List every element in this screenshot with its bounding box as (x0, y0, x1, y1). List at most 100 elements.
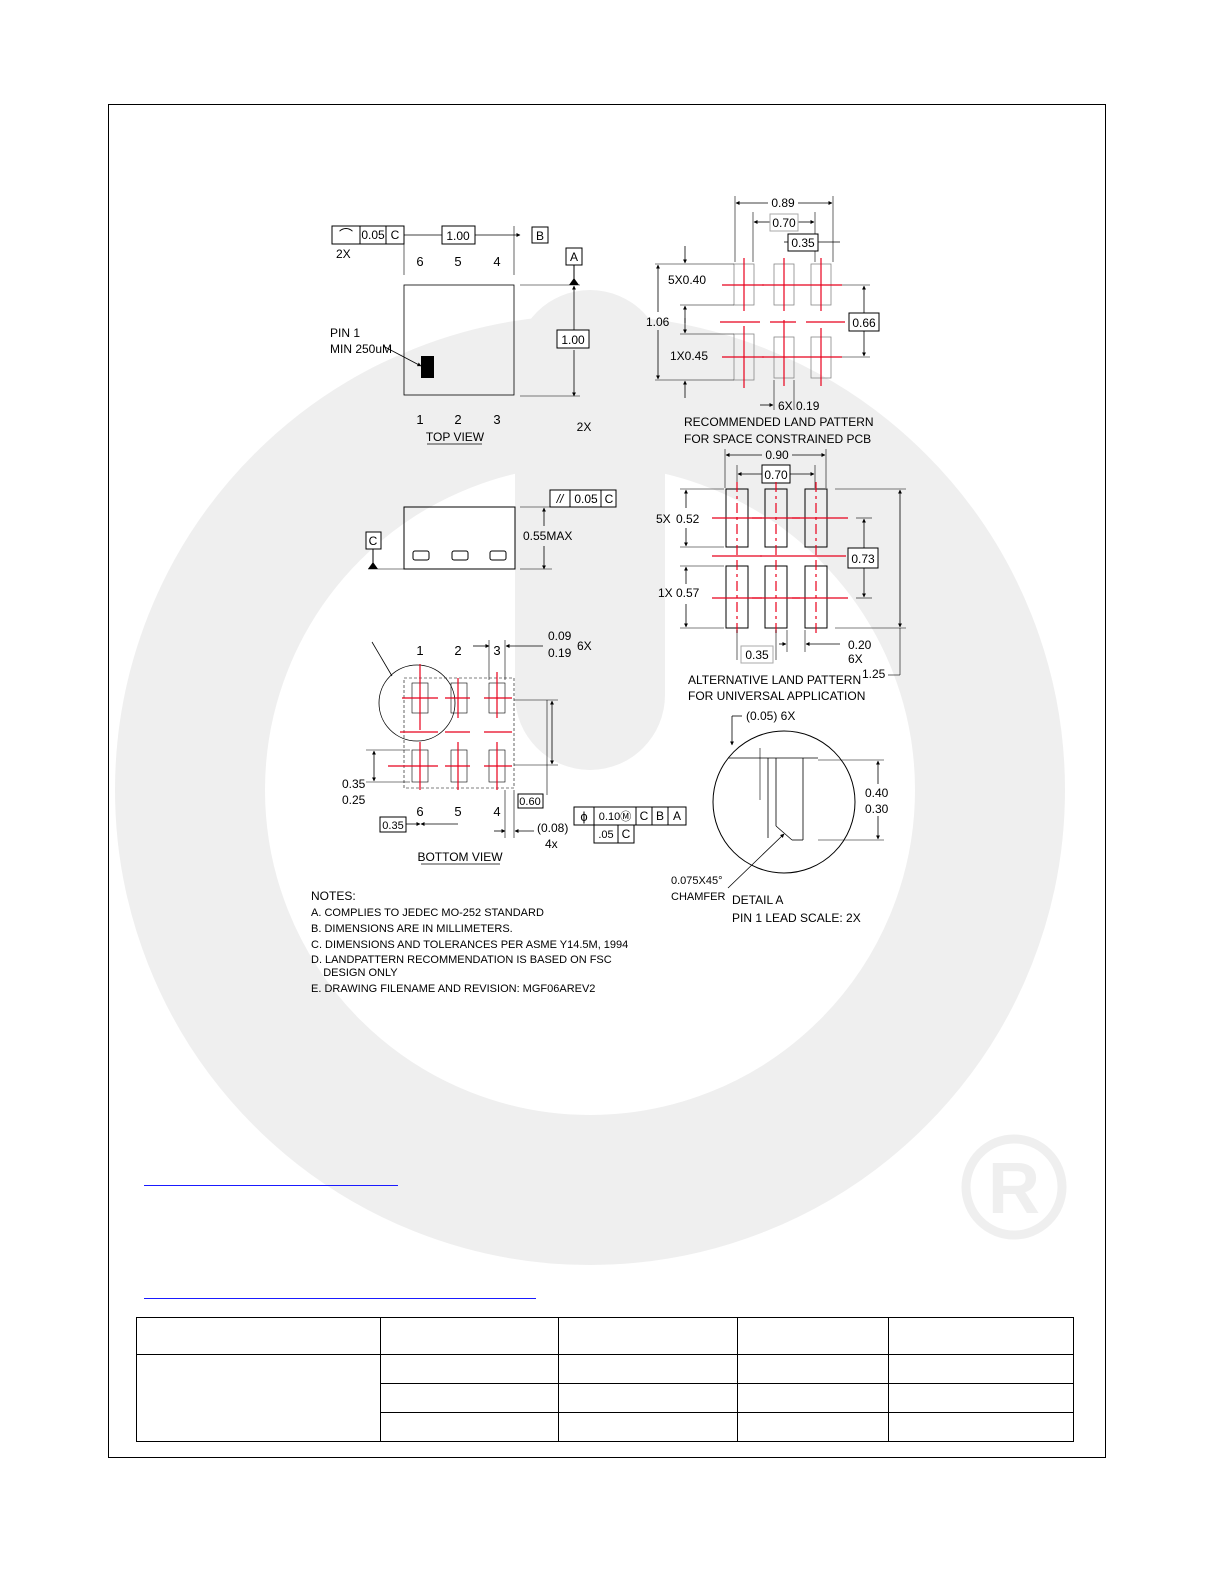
table-cell (380, 1412, 559, 1442)
recommended-land-pattern: 0.89 0.70 0.35 (646, 196, 880, 446)
table-row (136, 1317, 1074, 1355)
svg-text:5: 5 (454, 254, 461, 269)
svg-text:0.89: 0.89 (771, 196, 795, 210)
svg-text:0.09: 0.09 (548, 629, 572, 643)
svg-text:(0.08): (0.08) (537, 821, 568, 835)
svg-text:0.40: 0.40 (865, 786, 889, 800)
parallelism-icon: // (556, 492, 565, 506)
svg-text:0.55MAX: 0.55MAX (523, 529, 572, 543)
top-view-caption: TOP VIEW (426, 430, 485, 444)
svg-text:5: 5 (454, 804, 461, 819)
svg-text:0.05: 0.05 (574, 492, 598, 506)
svg-text:R: R (988, 1149, 1040, 1229)
svg-text:E. DRAWING FILENAME AND REVISI: E. DRAWING FILENAME AND REVISION: MGF06A… (311, 983, 595, 995)
svg-text:0.20: 0.20 (848, 638, 872, 652)
flatness-icon: ⌒ (339, 227, 353, 243)
svg-text:0.19: 0.19 (548, 646, 572, 660)
link-underline-2[interactable] (144, 1298, 536, 1299)
table-cell (380, 1317, 559, 1355)
detail-a: (0.05) 6X 0.40 0.30 0.075X45° CHAMFER DE… (671, 709, 889, 925)
table-row (136, 1354, 1074, 1442)
detail-a-circle (712, 730, 856, 874)
svg-text:0.30: 0.30 (865, 802, 889, 816)
table-cell (558, 1412, 738, 1442)
svg-text:DESIGN ONLY: DESIGN ONLY (311, 967, 398, 979)
drawing-frame (108, 104, 1106, 1458)
svg-text:1: 1 (416, 643, 423, 658)
side-view: // 0.05 C 0.55MAX C (365, 489, 617, 570)
svg-text:0.10Ⓜ: 0.10Ⓜ (599, 810, 631, 823)
svg-text:1.06: 1.06 (646, 315, 670, 329)
svg-text:0.25: 0.25 (342, 793, 366, 807)
table-cell (558, 1317, 738, 1355)
svg-text:0.35: 0.35 (342, 777, 366, 791)
svg-text:0.35: 0.35 (382, 820, 403, 832)
svg-text:2X: 2X (577, 420, 592, 434)
position-icon: ϕ (580, 809, 587, 824)
watermark-logo: R (115, 290, 1067, 1265)
top-view: ⌒ 0.05 C 2X 1.00 B 6 5 4 PIN 1 MIN 250uM… (330, 225, 592, 445)
table-cell (558, 1383, 738, 1413)
svg-text:5X0.40: 5X0.40 (668, 273, 706, 287)
svg-text:B: B (656, 809, 664, 823)
svg-text:1.00: 1.00 (561, 333, 585, 347)
svg-text:ALTERNATIVE LAND PATTERN: ALTERNATIVE LAND PATTERN (688, 673, 861, 687)
svg-text:FOR SPACE CONSTRAINED PCB: FOR SPACE CONSTRAINED PCB (684, 432, 871, 446)
svg-text:2: 2 (454, 643, 461, 658)
svg-text:4: 4 (493, 254, 500, 269)
svg-text:B. DIMENSIONS ARE IN MILLIMETE: B. DIMENSIONS ARE IN MILLIMETERS. (311, 923, 513, 935)
svg-text:A: A (673, 809, 681, 823)
table-cell (136, 1317, 381, 1355)
svg-text:2: 2 (454, 412, 461, 427)
svg-text:C. DIMENSIONS AND TOLERANCES P: C. DIMENSIONS AND TOLERANCES PER ASME Y1… (311, 939, 628, 951)
svg-text:6: 6 (416, 254, 423, 269)
svg-text:6: 6 (416, 804, 423, 819)
table-cell (888, 1317, 1074, 1355)
table-cell (737, 1383, 889, 1413)
svg-text:A. COMPLIES TO JEDEC MO-252 ST: A. COMPLIES TO JEDEC MO-252 STANDARD (311, 907, 544, 919)
svg-text:0.075X45°: 0.075X45° (671, 875, 723, 887)
pin1-marker (421, 356, 434, 378)
svg-text:1X0.45: 1X0.45 (670, 349, 708, 363)
svg-text:C: C (605, 492, 614, 506)
svg-text:RECOMMENDED LAND PATTERN: RECOMMENDED LAND PATTERN (684, 415, 874, 429)
table-cell (888, 1354, 1074, 1384)
svg-text:0.35: 0.35 (745, 648, 769, 662)
svg-text:MIN 250uM: MIN 250uM (330, 342, 392, 356)
svg-text:C: C (391, 228, 400, 242)
svg-text:3: 3 (493, 412, 500, 427)
svg-text:D. LANDPATTERN RECOMMENDATION: D. LANDPATTERN RECOMMENDATION IS BASED O… (311, 954, 612, 966)
svg-text:C: C (622, 827, 631, 841)
link-underline-1[interactable] (144, 1185, 398, 1186)
table-cell (380, 1354, 559, 1384)
svg-text:1X: 1X (658, 586, 673, 600)
bottom-view: 1 2 3 (342, 629, 687, 865)
svg-text:0.05: 0.05 (361, 228, 385, 242)
ordering-table (136, 1317, 1074, 1442)
svg-text:6X: 6X (848, 652, 863, 666)
svg-text:2X: 2X (336, 247, 351, 261)
table-cell (737, 1412, 889, 1442)
svg-text:3: 3 (493, 643, 500, 658)
svg-text:6X: 6X (577, 639, 592, 653)
svg-text:(0.05) 6X: (0.05) 6X (746, 709, 795, 723)
svg-text:4x: 4x (545, 837, 558, 851)
table-cell (888, 1412, 1074, 1442)
svg-text:.05: .05 (598, 829, 613, 841)
svg-text:0.70: 0.70 (764, 468, 788, 482)
svg-text:1: 1 (416, 412, 423, 427)
alternative-land-pattern: 0.90 0.70 (656, 448, 906, 703)
table-cell (136, 1354, 381, 1442)
svg-text:5X: 5X (656, 512, 671, 526)
svg-text:NOTES:: NOTES: (311, 889, 356, 903)
svg-text:A: A (570, 250, 578, 264)
svg-text:0.35: 0.35 (791, 236, 815, 250)
package-body (403, 284, 515, 396)
detail-a-callout (378, 664, 456, 742)
svg-text:4: 4 (493, 804, 500, 819)
svg-text:0.57: 0.57 (676, 586, 700, 600)
svg-text:0.52: 0.52 (676, 512, 700, 526)
table-row (137, 1412, 1074, 1442)
table-cell (737, 1354, 889, 1384)
svg-text:C: C (640, 809, 649, 823)
